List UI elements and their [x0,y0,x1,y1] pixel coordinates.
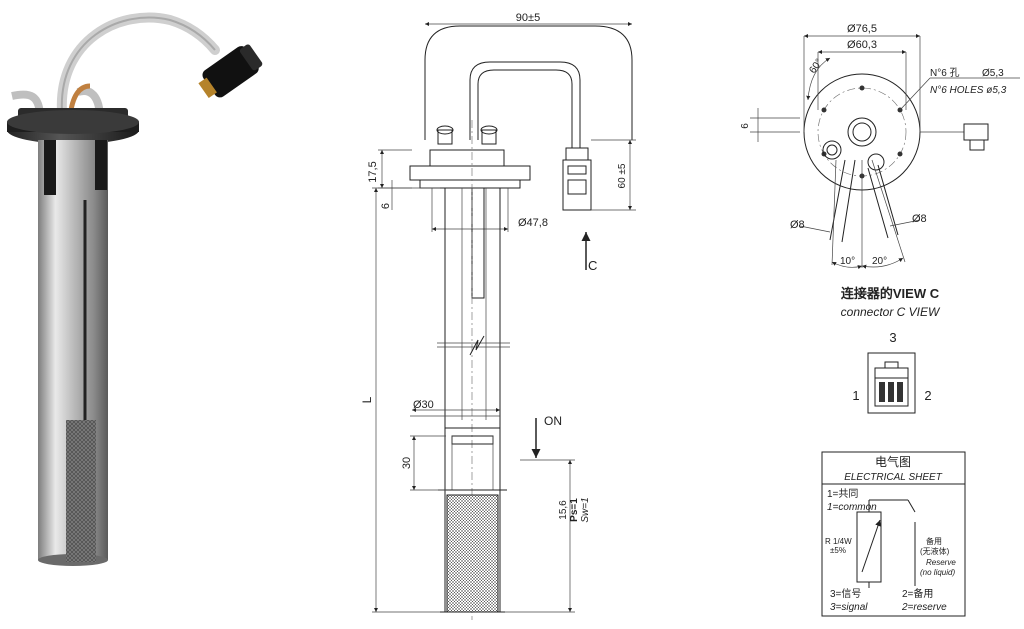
connector-pin-3: 3 [889,330,896,345]
dim-bottom-offset: 15,6 [558,500,569,520]
connector-pin-1: 1 [852,388,859,403]
dim-pipe-right: Ø8 [912,213,927,225]
dim-angle: 60° [807,57,825,76]
connector-pin-2: 2 [924,388,931,403]
top-view-drawing [750,33,1020,270]
electrical-resistor: R 1/4W [825,537,852,546]
connector-title-en: connector C VIEW [841,305,941,319]
side-view-drawing [372,21,636,620]
electrical-reserve-en2: (no liquid) [920,568,955,577]
angle-right: 20° [872,256,887,267]
electrical-signal-en: 3=signal [830,602,868,613]
dim-float-height: 30 [401,457,413,469]
holes-en: N°6 HOLES ø5,3 [930,85,1007,96]
holes-size: Ø5,3 [982,68,1004,79]
view-c-arrow-label: C [588,258,597,273]
dim-flange-thickness: 6 [380,203,392,209]
dim-pipe-left: Ø8 [790,219,805,231]
electrical-spare-en: 2=reserve [901,602,947,613]
dim-length: L [360,396,374,403]
holes-cn: N°6 孔 [930,67,960,79]
electrical-reserve-cn: 备用 [926,536,942,546]
angle-left: 10° [840,256,855,267]
dim-top-width: 90±5 [516,12,540,24]
electrical-reserve-cn2: (无液体) [920,546,950,556]
electrical-common-en: 1=common [827,502,877,513]
electrical-reserve-en: Reserve [926,558,956,567]
ps-label: Ps=1 [569,498,580,522]
electrical-signal-cn: 3=信号 [830,588,861,600]
electrical-common-cn: 1=共同 [827,488,858,500]
electrical-spare-cn: 2=备用 [902,587,933,600]
dim-float-diameter: Ø30 [413,399,434,411]
dim-flange-height: 17,5 [367,161,379,182]
electrical-title-en: ELECTRICAL SHEET [844,472,943,483]
dim-hole-circle: Ø60,3 [847,39,877,51]
connector-title-cn: 连接器的VIEW C [841,286,940,301]
dim-cable-length: 60 ±5 [617,163,628,188]
dim-outer-diameter: Ø76,5 [847,23,877,35]
sw-label: Sw=1 [580,497,591,522]
dim-offset: 6 [740,123,751,129]
electrical-tolerance: ±5% [830,546,846,555]
dim-tube-diameter: Ø47,8 [518,217,548,229]
product-photo [7,12,263,566]
electrical-sheet [821,451,966,617]
connector-face [867,352,916,414]
on-label: ON [544,414,562,428]
electrical-title-cn: 电气图 [875,454,911,469]
